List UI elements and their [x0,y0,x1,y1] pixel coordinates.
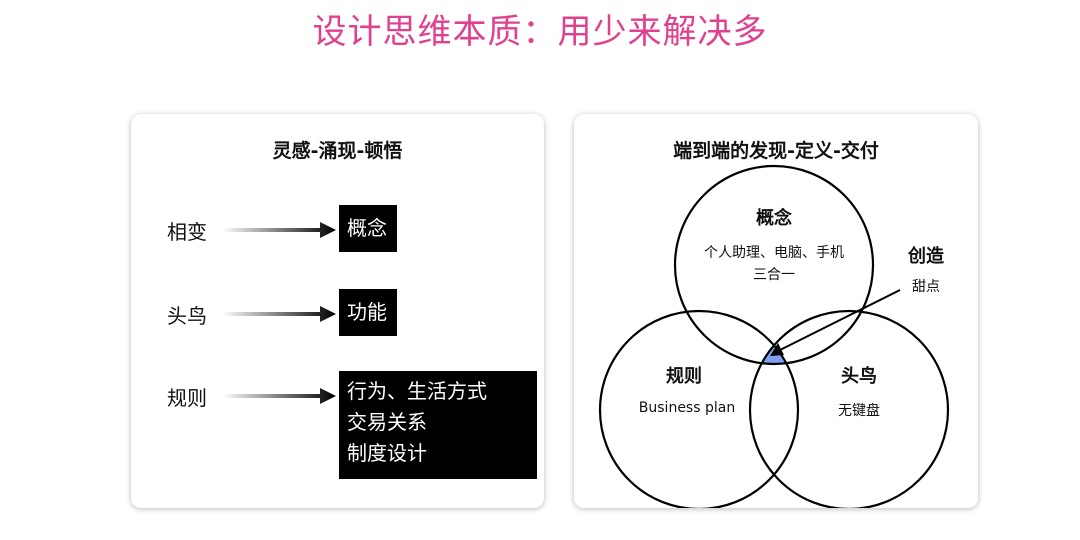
row-label-phase-change: 相变 [167,220,207,244]
concept-circle-line: 个人助理、电脑、手机 [704,245,844,261]
gradient-arrow-icon [222,306,336,322]
result-text: 功能 [347,300,387,324]
lead-bird-circle-title: 头鸟 [841,366,877,387]
row-label-rules: 规则 [167,386,207,410]
gradient-arrow-icon [222,388,336,404]
lead-bird-circle-subtitle: 无键盘 [838,403,880,419]
result-box-function: 功能 [339,289,397,336]
row-label-lead-bird: 头鸟 [167,304,207,328]
rules-circle [598,309,800,508]
concept-circle [673,164,875,366]
left-panel: 灵感-涌现-顿悟 相变 概念 头鸟 功能 规则 [131,114,544,508]
page-title: 设计思维本质：用少来解决多 [312,12,768,52]
result-box-concept: 概念 [339,205,397,252]
result-text: 制度设计 [347,441,427,465]
concept-circle-line: 三合一 [753,267,795,283]
right-panel: 端到端的发现-定义-交付 概念 个人助理、电脑、手机 三合一 规则 Busine… [574,114,978,508]
callout-title: 创造 [908,246,944,267]
callout-subtitle: 甜点 [912,279,940,295]
rules-circle-subtitle: Business plan [638,400,736,416]
result-text: 行为、生活方式 [347,379,487,403]
concept-circle-title: 概念 [756,208,792,229]
callout-line [779,289,901,351]
result-text: 交易关系 [347,410,427,434]
left-panel-title: 灵感-涌现-顿悟 [272,140,403,162]
result-text: 概念 [347,216,387,240]
result-box-behavior: 行为、生活方式 交易关系 制度设计 [339,371,537,479]
lead-bird-circle [748,309,950,508]
rules-circle-title: 规则 [666,366,702,387]
right-panel-title: 端到端的发现-定义-交付 [673,140,879,162]
gradient-arrow-icon [222,222,336,238]
callout-arrowhead-icon [770,343,784,356]
venn-diagram [598,164,950,508]
